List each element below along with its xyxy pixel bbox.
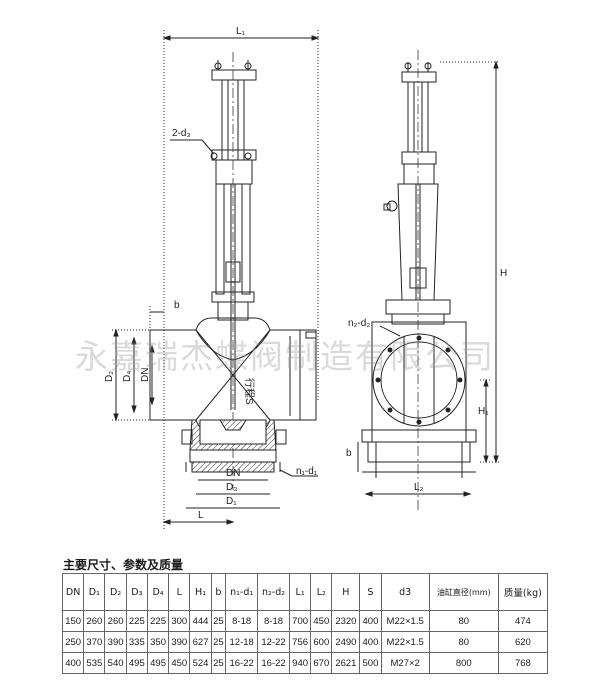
table-header-cell: H₁: [189, 573, 212, 611]
table-title: 主要尺寸、参数及质量: [63, 558, 184, 572]
label-l2: L₂: [414, 482, 424, 493]
table-cell: 12-22: [257, 631, 290, 653]
table-cell: 400: [61, 652, 85, 674]
table-cell: 444: [189, 610, 212, 632]
table-cell: 700: [288, 610, 312, 632]
label-h1: H₁: [478, 406, 489, 417]
table-header-cell: 油缸直径(mm): [428, 573, 499, 611]
label-d2: D₂: [104, 371, 115, 382]
label-l1: L₁: [236, 26, 246, 37]
label-b-front: b: [174, 300, 180, 311]
label-dn-vertical: DN: [140, 368, 151, 382]
table-cell: 25: [210, 610, 227, 632]
table-cell: 756: [288, 631, 312, 653]
table-cell: M22×1.5: [380, 631, 430, 653]
label-d4: D₄: [122, 371, 133, 382]
label-l: L: [198, 510, 204, 521]
table-cell: 524: [189, 652, 212, 674]
table-header-cell: S: [359, 573, 382, 611]
table-cell: 390: [104, 631, 127, 653]
label-stroke: 行程S: [243, 378, 256, 405]
table-cell: 335: [125, 631, 148, 653]
table-cell: 535: [83, 652, 106, 674]
table-cell: 474: [497, 610, 549, 632]
table-cell: 260: [83, 610, 106, 632]
table-cell: 390: [168, 631, 191, 653]
table-cell: 12-18: [225, 631, 259, 653]
table-cell: 540: [104, 652, 127, 674]
table-cell: 25: [210, 652, 227, 674]
table-header-cell: L: [168, 573, 191, 611]
table-cell: 260: [104, 610, 127, 632]
table-header-cell: n₁-d₁: [225, 573, 259, 611]
table-cell: 500: [359, 652, 382, 674]
table-cell: 2621: [331, 652, 361, 674]
table-header-cell: D₃: [125, 573, 148, 611]
front-view: [112, 30, 320, 530]
table-cell: 670: [310, 652, 333, 674]
table-header-cell: D₄: [146, 573, 170, 611]
table-header-cell: b: [210, 573, 227, 611]
company-watermark: 永嘉瑞杰蝶阀制造有限公司: [75, 337, 495, 376]
table-cell: 350: [146, 631, 170, 653]
table-cell: 768: [497, 652, 549, 674]
table-cell: 800: [428, 652, 499, 674]
table-cell: 495: [125, 652, 148, 674]
table-cell: 80: [428, 610, 499, 632]
label-h: H: [500, 268, 507, 279]
table-cell: 16-22: [225, 652, 259, 674]
table-cell: 450: [168, 652, 191, 674]
label-dn: DN: [226, 468, 240, 479]
table-cell: 627: [189, 631, 212, 653]
table-header-cell: 质量(kg): [497, 573, 549, 611]
table-cell: 25: [210, 631, 227, 653]
table-cell: M22×1.5: [380, 610, 430, 632]
table-cell: 225: [146, 610, 170, 632]
table-cell: 400: [359, 631, 382, 653]
table-cell: M27×2: [380, 652, 430, 674]
table-header-cell: L₂: [310, 573, 333, 611]
table-cell: 370: [83, 631, 106, 653]
table-cell: 16-22: [257, 652, 290, 674]
valve-technical-drawing: L₁ 2-d₃ b D₂ D₄ DN 行程S DN D₃ D₁ L n₁-d₁ …: [104, 26, 507, 530]
table-cell: 400: [359, 610, 382, 632]
table-cell: 450: [310, 610, 333, 632]
label-d1: D₁: [226, 496, 237, 507]
table-header-cell: D₂: [104, 573, 127, 611]
label-d3: D₃: [226, 482, 237, 493]
side-view: [357, 50, 500, 510]
table-cell: 2320: [331, 610, 361, 632]
table-cell: 300: [168, 610, 191, 632]
table-cell: 600: [310, 631, 333, 653]
table-header-cell: n₂-d₂: [257, 573, 290, 611]
table-cell: 80: [428, 631, 499, 653]
table-header-cell: H: [331, 573, 361, 611]
table-header-cell: D₁: [83, 573, 106, 611]
table-header-cell: DN: [61, 573, 85, 611]
table-cell: 2490: [331, 631, 361, 653]
table-cell: 225: [125, 610, 148, 632]
label-2-d3: 2-d₃: [172, 128, 191, 139]
table-cell: 150: [61, 610, 85, 632]
table-cell: 8-18: [257, 610, 290, 632]
table-cell: 495: [146, 652, 170, 674]
label-b-side: b: [346, 448, 352, 459]
table-cell: 940: [288, 652, 312, 674]
table-cell: 620: [497, 631, 549, 653]
table-cell: 250: [61, 631, 85, 653]
table-header-cell: d3: [380, 573, 430, 611]
table-cell: 8-18: [225, 610, 259, 632]
label-n2-d2: n₂-d₂: [348, 318, 370, 329]
table-header-cell: L₁: [288, 573, 312, 611]
label-n1-d1: n₁-d₁: [296, 466, 318, 477]
